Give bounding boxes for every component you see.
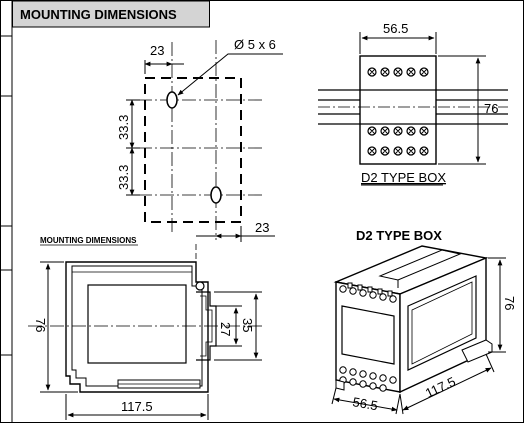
- iso-height-dimension: [488, 257, 506, 353]
- din-rail-view: 56.5 76 D2 TYPE BOX: [318, 21, 508, 186]
- cutout-outline: [144, 77, 242, 223]
- section-title: MOUNTING DIMENSIONS: [20, 7, 177, 22]
- side-height-label: 76: [33, 318, 48, 332]
- mounting-hole-bottom: [210, 186, 222, 204]
- din-width-dimension: [359, 32, 437, 54]
- iso-width-label: 56.5: [351, 394, 379, 413]
- mounting-hole-top: [166, 91, 178, 109]
- box-outline: [359, 55, 437, 165]
- hole-pattern-view: Ø 5 x 6 23 23 33.3 33.3: [116, 37, 283, 242]
- pitch-lower-label: 33.3: [116, 165, 131, 190]
- din-width-label: 56.5: [383, 21, 408, 36]
- side-window: [407, 275, 477, 371]
- housing-outline: [65, 261, 209, 393]
- din-view-caption: D2 TYPE BOX: [361, 170, 446, 185]
- iso-front-window: [341, 305, 395, 365]
- isometric-view: D2 TYPE BOX: [331, 228, 517, 415]
- side-view-label: MOUNTING DIMENSIONS: [40, 236, 137, 245]
- offset-top-label: 23: [150, 43, 164, 58]
- left-edge-ticks: [0, 35, 12, 356]
- terminal-rows: [367, 67, 429, 156]
- iso-width-dimension: [331, 387, 401, 415]
- center-lines: [138, 99, 265, 196]
- offset-top-dimension: [144, 60, 184, 74]
- iso-terminals-top: [339, 285, 397, 303]
- side-height-dimension: [40, 261, 78, 393]
- iso-terminals-bottom: [339, 366, 397, 392]
- latch-screw: [195, 281, 205, 291]
- section-header: MOUNTING DIMENSIONS: [12, 0, 210, 28]
- side-depth-label: 117.5: [121, 399, 153, 414]
- hole-leader-line: [177, 53, 283, 96]
- rail-dimensions: [212, 291, 262, 361]
- iso-terminal-screws: [347, 282, 393, 297]
- box-top-ridge: [378, 249, 462, 281]
- iso-rail-clip: [461, 339, 493, 363]
- offset-bottom-dimension: [196, 226, 275, 242]
- iso-height-label: 76: [502, 296, 517, 310]
- rail-inner-label: 27: [218, 322, 233, 336]
- side-view: MOUNTING DIMENSIONS 76 117.5: [28, 236, 262, 420]
- housing-inner-line: [71, 265, 203, 387]
- hole-callout-label: Ø 5 x 6: [234, 37, 276, 52]
- offset-bottom-label: 23: [255, 220, 269, 235]
- pitch-upper-label: 33.3: [116, 115, 131, 140]
- terminal-screw-marks: [368, 68, 428, 155]
- iso-depth-dimension: [399, 353, 495, 415]
- pitch-dimension: [126, 99, 140, 196]
- front-window: [87, 284, 187, 364]
- din-height-dimension: [438, 55, 486, 165]
- iso-title: D2 TYPE BOX: [356, 228, 442, 243]
- din-height-label: 76: [484, 101, 498, 116]
- side-depth-dimension: [65, 394, 209, 420]
- rail-outer-label: 35: [240, 318, 255, 332]
